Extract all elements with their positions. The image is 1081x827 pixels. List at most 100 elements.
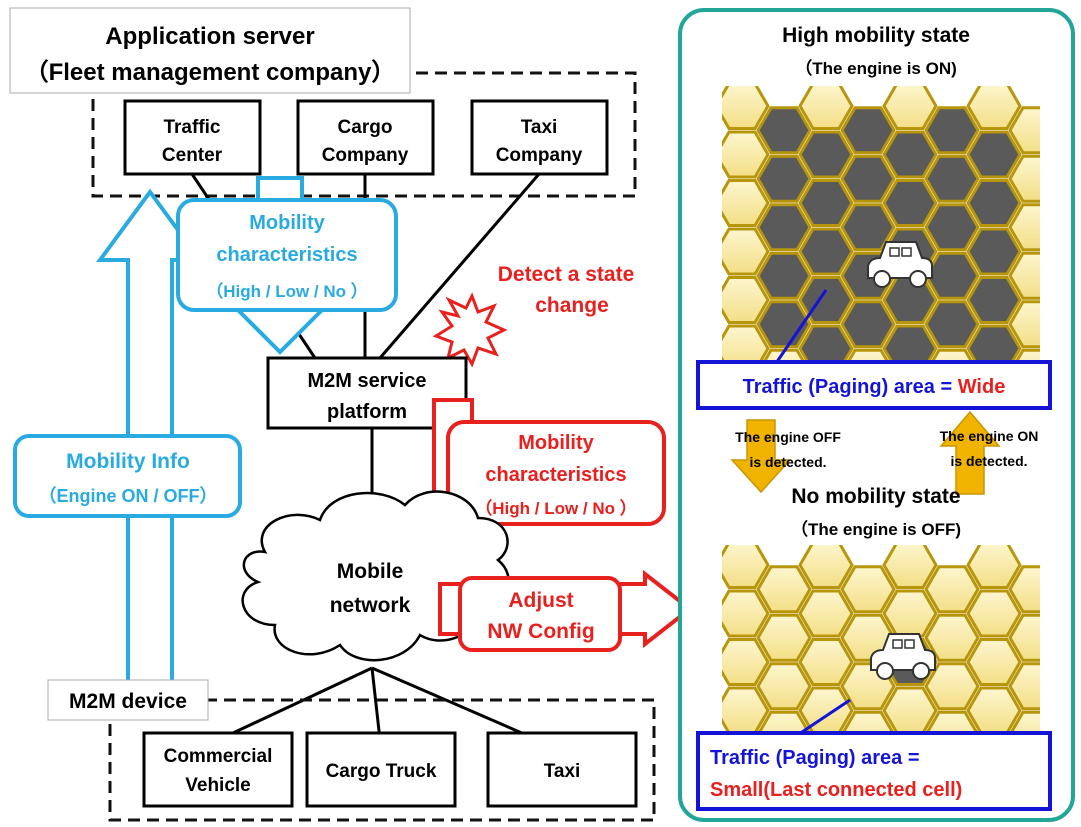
- m2m-device-label: M2M device: [69, 690, 187, 713]
- adjust-nw-config-box: [458, 576, 622, 652]
- hex-cell: [1008, 613, 1040, 662]
- hex-cell: [924, 662, 980, 711]
- hex-cell: [798, 227, 854, 276]
- hex-cell: [846, 348, 890, 362]
- car-icon-high: [867, 241, 933, 288]
- hex-cell: [924, 154, 980, 203]
- adjust-line1: Adjust: [508, 589, 573, 612]
- starburst-icon: [432, 292, 508, 368]
- taxi-company-box: [470, 99, 609, 176]
- m2m-device-group: [108, 698, 656, 822]
- hex-cell: [798, 589, 854, 638]
- mobility-char-up-line3: （High / Low / No ）: [206, 281, 367, 301]
- low-area-label: Traffic (Paging) area =: [710, 747, 920, 769]
- hex-cell: [756, 613, 812, 662]
- hex-cell: [1008, 106, 1040, 155]
- hex-cell: [930, 348, 974, 362]
- mobility-char-down-line3: （High / Low / No ）: [475, 498, 636, 518]
- hex-cell: [798, 637, 854, 687]
- hex-cell: [762, 348, 806, 362]
- detect-line1: Detect a state: [498, 263, 635, 286]
- hex-cell: [722, 275, 770, 325]
- traffic-center-line1: Traffic: [163, 117, 220, 138]
- car-wheel: [873, 270, 891, 288]
- hex-cell: [798, 178, 854, 228]
- hex-cell: [1014, 348, 1040, 362]
- cargo-truck-line1: Cargo Truck: [326, 761, 437, 782]
- hex-cell: [924, 565, 980, 614]
- hex-grid-low: [722, 545, 1040, 735]
- hex-cell: [966, 275, 1022, 325]
- no-state-subtitle: （The engine is OFF): [791, 519, 961, 539]
- commercial-vehicle-line1: Commercial: [164, 746, 273, 767]
- car-window: [892, 639, 903, 649]
- hex-cell: [1008, 300, 1040, 349]
- engine-on-line2: is detected.: [950, 453, 1027, 469]
- engine-on-line1: The engine ON: [940, 428, 1039, 444]
- taxi-company-line1: Taxi: [521, 117, 558, 138]
- hex-cell: [798, 86, 854, 131]
- hex-cell: [798, 545, 854, 590]
- high-state-subtitle: （The engine is ON): [795, 58, 957, 78]
- high-area-text: Traffic (Paging) area = Wide: [743, 376, 1006, 398]
- hex-cell: [722, 86, 770, 131]
- commercial-vehicle-line2: Vehicle: [185, 775, 251, 796]
- car-window: [904, 639, 915, 649]
- mobility-info-box: [13, 434, 242, 518]
- hex-cell: [722, 589, 770, 638]
- hex-cell: [798, 130, 854, 179]
- hex-cell: [882, 324, 938, 362]
- app-server-label-box: [9, 7, 411, 94]
- hex-cell: [966, 589, 1022, 638]
- mobility-char-up-line2: characteristics: [216, 244, 357, 266]
- mobility-characteristics-up-box: [176, 198, 398, 312]
- car-wheel: [909, 270, 927, 288]
- hex-cell: [722, 637, 770, 687]
- hex-cell: [1008, 662, 1040, 711]
- detect-line2: change: [535, 294, 609, 317]
- taxi-company-line2: Company: [496, 145, 583, 166]
- hex-cell: [882, 275, 938, 325]
- cargo-company-line2: Company: [322, 145, 409, 166]
- traffic-center-box: [123, 99, 262, 176]
- hex-cell: [722, 227, 770, 276]
- hex-cell: [882, 589, 938, 638]
- hex-cell: [1008, 710, 1040, 735]
- car-icon-low: [870, 633, 936, 680]
- cargo-truck-box: [305, 731, 457, 808]
- hex-cell: [840, 565, 896, 614]
- mobility-info-line2: （Engine ON / OFF）: [39, 486, 218, 506]
- hex-cell: [882, 686, 938, 735]
- hex-cell: [882, 178, 938, 228]
- hex-cell: [1008, 154, 1040, 203]
- hex-cell: [756, 300, 812, 349]
- hex-cell: [924, 203, 980, 252]
- taxi-box: [486, 731, 638, 808]
- mobility-char-up-line1: Mobility: [249, 212, 325, 234]
- cargo-company-line1: Cargo: [338, 117, 393, 138]
- hex-cell: [966, 178, 1022, 228]
- app-server-title: Application server: [105, 23, 314, 50]
- hex-cell: [722, 324, 770, 362]
- hex-cell: [966, 545, 1022, 590]
- hex-cell: [1008, 251, 1040, 300]
- engine-off-line1: The engine OFF: [735, 429, 841, 445]
- taxi-line1: Taxi: [544, 761, 581, 782]
- car-window: [889, 247, 900, 257]
- hex-cell: [966, 86, 1022, 131]
- hex-cell: [966, 130, 1022, 179]
- car-wheel: [876, 662, 894, 680]
- pointer-line-high: [768, 289, 828, 373]
- car-window: [901, 247, 912, 257]
- hex-cell: [966, 637, 1022, 687]
- low-area-value: Small(Last connected cell): [710, 779, 962, 801]
- m2m-device-label-box: [47, 679, 209, 721]
- commercial-vehicle-box: [142, 731, 294, 808]
- hex-cell: [924, 106, 980, 155]
- hex-cell: [840, 154, 896, 203]
- mobility-char-down-line2: characteristics: [485, 464, 626, 486]
- hex-cell: [966, 227, 1022, 276]
- hex-cell: [756, 662, 812, 711]
- engine-on-up-arrow: [939, 410, 1001, 495]
